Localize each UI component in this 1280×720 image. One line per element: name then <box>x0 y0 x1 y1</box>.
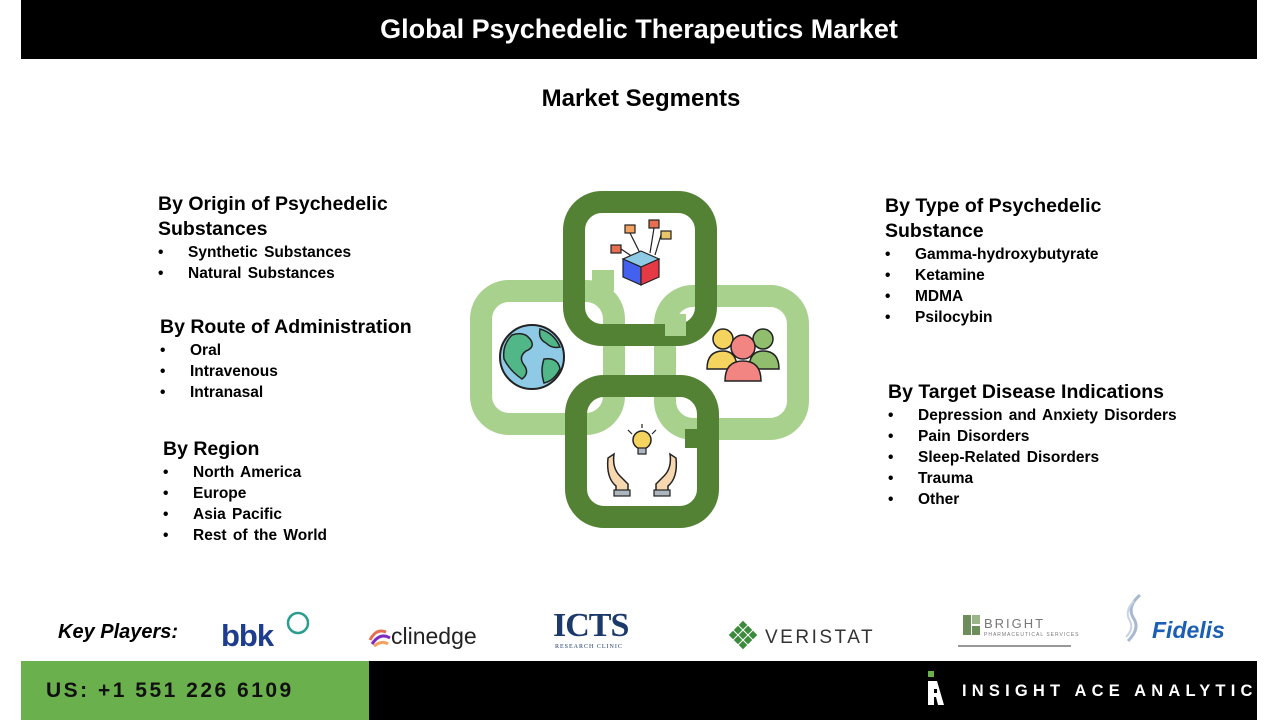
list-item: •North America <box>163 464 302 481</box>
veristat-diamond-icon <box>728 620 758 650</box>
bbk-circle-icon <box>286 611 310 635</box>
title-bar: Global Psychedelic Therapeutics Market <box>21 0 1257 59</box>
insight-ace-logo-icon <box>928 671 944 705</box>
segment-route: By Route of Administration •Oral •Intrav… <box>160 315 460 403</box>
interlocking-squares-graphic <box>470 191 809 528</box>
segment-title: By Type of Psychedelic Substance <box>885 195 1102 242</box>
ring-top <box>563 191 717 346</box>
bbk-logo: bbk <box>221 608 316 653</box>
globe-icon <box>499 324 565 390</box>
list-item: •Asia Pacific <box>163 506 283 523</box>
clinedge-logo: clinedge <box>368 622 488 652</box>
segment-title: By Route of Administration <box>160 316 412 338</box>
bright-logo: BRIGHT PHARMACEUTICAL SERVICES <box>958 613 1079 649</box>
segment-type: By Type of Psychedelic Substance •Gamma-… <box>885 194 1185 328</box>
list-item: •Synthetic Substances <box>158 244 352 261</box>
list-item: •Intranasal <box>160 384 264 401</box>
blockchain-icon <box>610 219 672 286</box>
section-subtitle: Market Segments <box>541 85 741 112</box>
veristat-logo: VERISTAT <box>726 620 881 656</box>
segment-title: By Region <box>163 438 260 460</box>
page-title: Global Psychedelic Therapeutics Market <box>380 14 898 44</box>
list-item: •Sleep-Related Disorders <box>888 449 1100 466</box>
key-players-label: Key Players: <box>58 621 179 643</box>
list-item: •MDMA <box>885 288 964 305</box>
list-item: •Ketamine <box>885 267 985 284</box>
list-item: •Natural Substances <box>158 265 335 282</box>
fidelis-logo: Fidelis <box>1122 593 1234 643</box>
fidelis-swoosh-icon <box>1125 593 1142 643</box>
list-item: •Trauma <box>888 470 974 487</box>
idea-hands-icon <box>606 424 678 497</box>
ring-right <box>654 285 809 440</box>
list-item: •Psilocybin <box>885 309 993 326</box>
list-item: •Other <box>888 491 960 508</box>
segment-region: By Region •North America •Europe •Asia P… <box>163 437 463 546</box>
icts-logo: ICTS RESEARCH CLINIC <box>553 607 629 650</box>
list-item: •Pain Disorders <box>888 428 1030 445</box>
segment-title: By Target Disease Indications <box>888 381 1164 403</box>
segment-disease: By Target Disease Indications •Depressio… <box>888 380 1218 510</box>
list-item: •Gamma-hydroxybutyrate <box>885 246 1099 263</box>
list-item: •Oral <box>160 342 222 359</box>
bright-mark-icon <box>963 615 980 635</box>
brand-name: INSIGHT ACE ANALYTIC <box>962 682 1258 700</box>
ring-left <box>470 280 625 435</box>
list-item: •Depression and Anxiety Disorders <box>888 407 1177 424</box>
clinedge-swirl-icon <box>368 629 391 648</box>
phone-number: US: +1 551 226 6109 <box>46 678 294 702</box>
footer-phone-bar: US: +1 551 226 6109 <box>21 661 369 720</box>
segment-title: By Origin of Psychedelic Substances <box>158 193 388 240</box>
segment-origin: By Origin of Psychedelic Substances •Syn… <box>158 192 458 284</box>
list-item: •Europe <box>163 485 247 502</box>
people-icon <box>706 328 780 382</box>
footer-brand-bar <box>369 661 1257 720</box>
list-item: •Intravenous <box>160 363 278 380</box>
bright-underline <box>958 645 1071 647</box>
list-item: •Rest of the World <box>163 527 328 544</box>
ring-bottom <box>565 375 719 528</box>
